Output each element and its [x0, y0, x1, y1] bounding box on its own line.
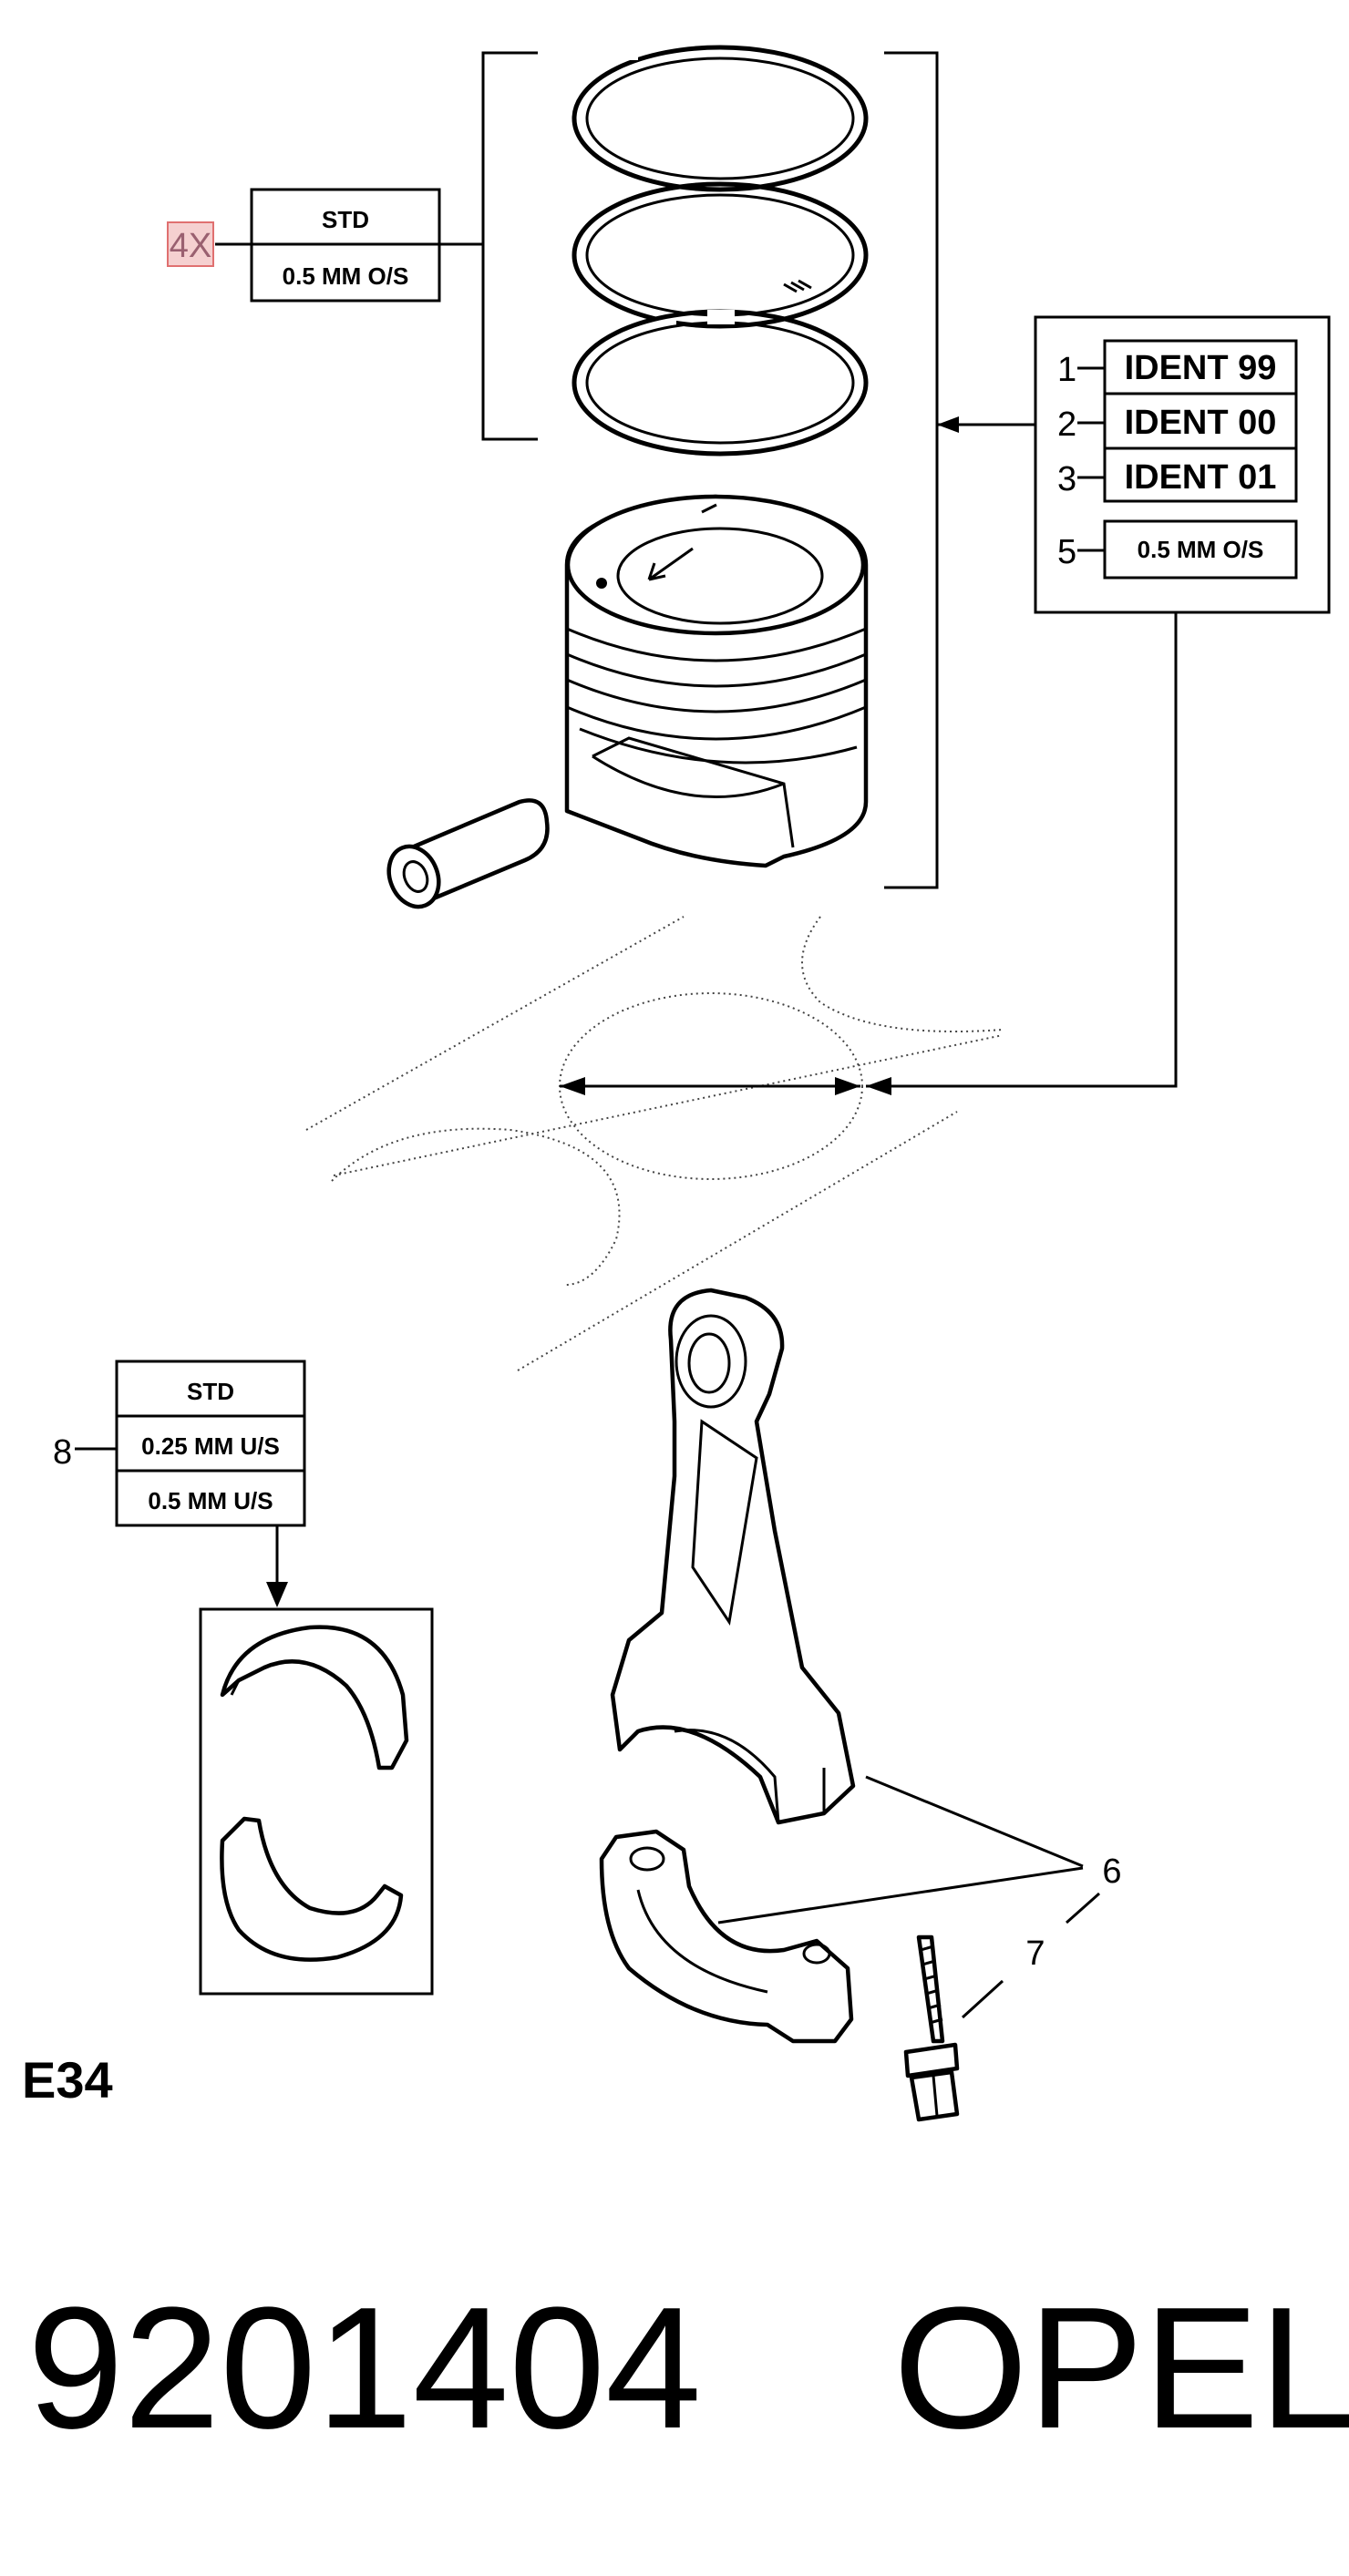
ident-num-2: 2	[1057, 405, 1076, 444]
brand-name: OPEL	[893, 2272, 1349, 2465]
ident-num-3: 3	[1057, 460, 1076, 498]
bearing-option-05: 0.5 MM U/S	[148, 1487, 273, 1514]
ident-label-99: IDENT 99	[1125, 349, 1277, 387]
ident-num-1: 1	[1057, 351, 1076, 389]
callout-6: 6	[1102, 1852, 1121, 1891]
multiplier-label: 4X	[170, 227, 211, 265]
ident-label-os: 0.5 MM O/S	[1138, 536, 1264, 563]
piston-pin	[386, 798, 550, 909]
rings-option-os: 0.5 MM O/S	[283, 262, 409, 290]
piston-ring-top	[572, 45, 869, 192]
ident-box: 1 IDENT 99 2 IDENT 00 3 IDENT 01 5 0.5 M…	[866, 315, 1331, 1088]
callouts: 6 7	[717, 1775, 1122, 2019]
piston-rings	[572, 45, 869, 457]
ident-label-01: IDENT 01	[1125, 458, 1277, 497]
ident-num-5: 5	[1057, 533, 1076, 571]
bearing-size-box: STD 0.25 MM U/S 0.5 MM U/S 8	[53, 1360, 306, 1607]
bearing-num: 8	[53, 1433, 72, 1472]
rings-size-box: 4X STD 0.5 MM O/S	[167, 51, 538, 441]
rod-bolt	[903, 1935, 960, 2122]
cylinder-block	[305, 916, 1004, 1371]
ident-label-00: IDENT 00	[1125, 404, 1277, 442]
part-number: 9201404	[27, 2272, 702, 2465]
multiplier-highlight	[167, 221, 214, 267]
diagram-code: E34	[22, 2051, 113, 2109]
connecting-rod	[610, 1288, 856, 1825]
rod-cap	[599, 1829, 854, 2044]
callout-7: 7	[1025, 1935, 1045, 1973]
rings-option-std: STD	[322, 206, 369, 233]
piston-ring-oil	[572, 309, 869, 457]
piston-ring-middle	[572, 181, 869, 329]
bearing-shell-lower	[220, 1816, 404, 1962]
bearing-option-std: STD	[187, 1378, 234, 1405]
bearing-shell-upper	[220, 1625, 409, 1770]
bearing-shells-box	[199, 1607, 434, 1996]
bearing-option-025: 0.25 MM U/S	[141, 1432, 280, 1460]
piston	[564, 494, 869, 868]
